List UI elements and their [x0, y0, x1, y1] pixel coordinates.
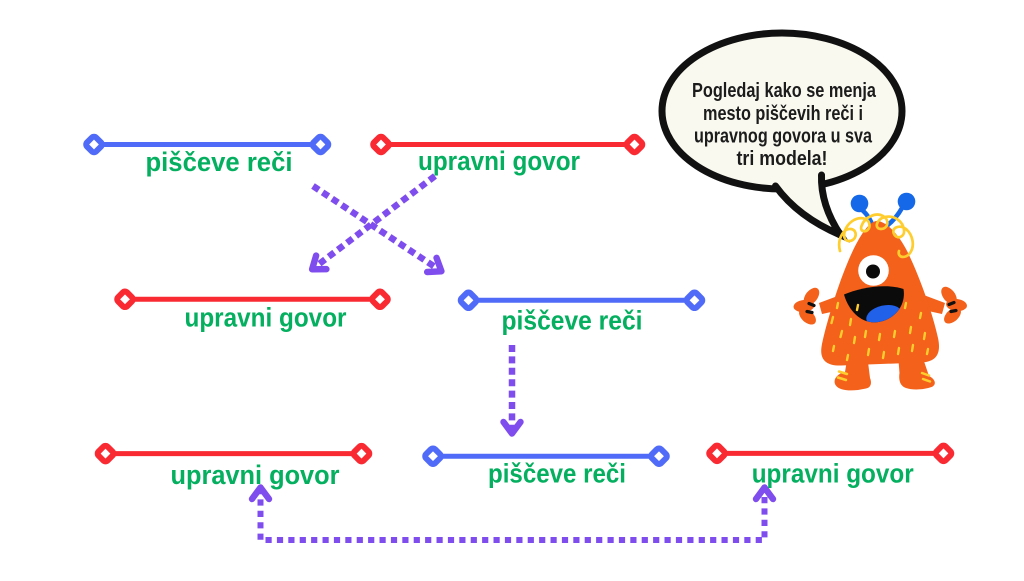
svg-text:piščeve reči: piščeve reči — [146, 147, 293, 177]
svg-text:upravni govor: upravni govor — [185, 303, 347, 333]
svg-text:upravni govor: upravni govor — [418, 146, 580, 176]
svg-text:tri modela!: tri modela! — [737, 148, 828, 170]
svg-text:mesto piščevih reči i: mesto piščevih reči i — [703, 103, 863, 125]
svg-text:piščeve reči: piščeve reči — [502, 306, 643, 336]
svg-text:upravni govor: upravni govor — [752, 459, 914, 489]
svg-text:piščeve reči: piščeve reči — [488, 459, 626, 489]
svg-text:Pogledaj kako se menja: Pogledaj kako se menja — [692, 80, 877, 102]
svg-text:upravni govor: upravni govor — [171, 460, 340, 490]
svg-text:upravnog govora u sva: upravnog govora u sva — [694, 126, 873, 148]
